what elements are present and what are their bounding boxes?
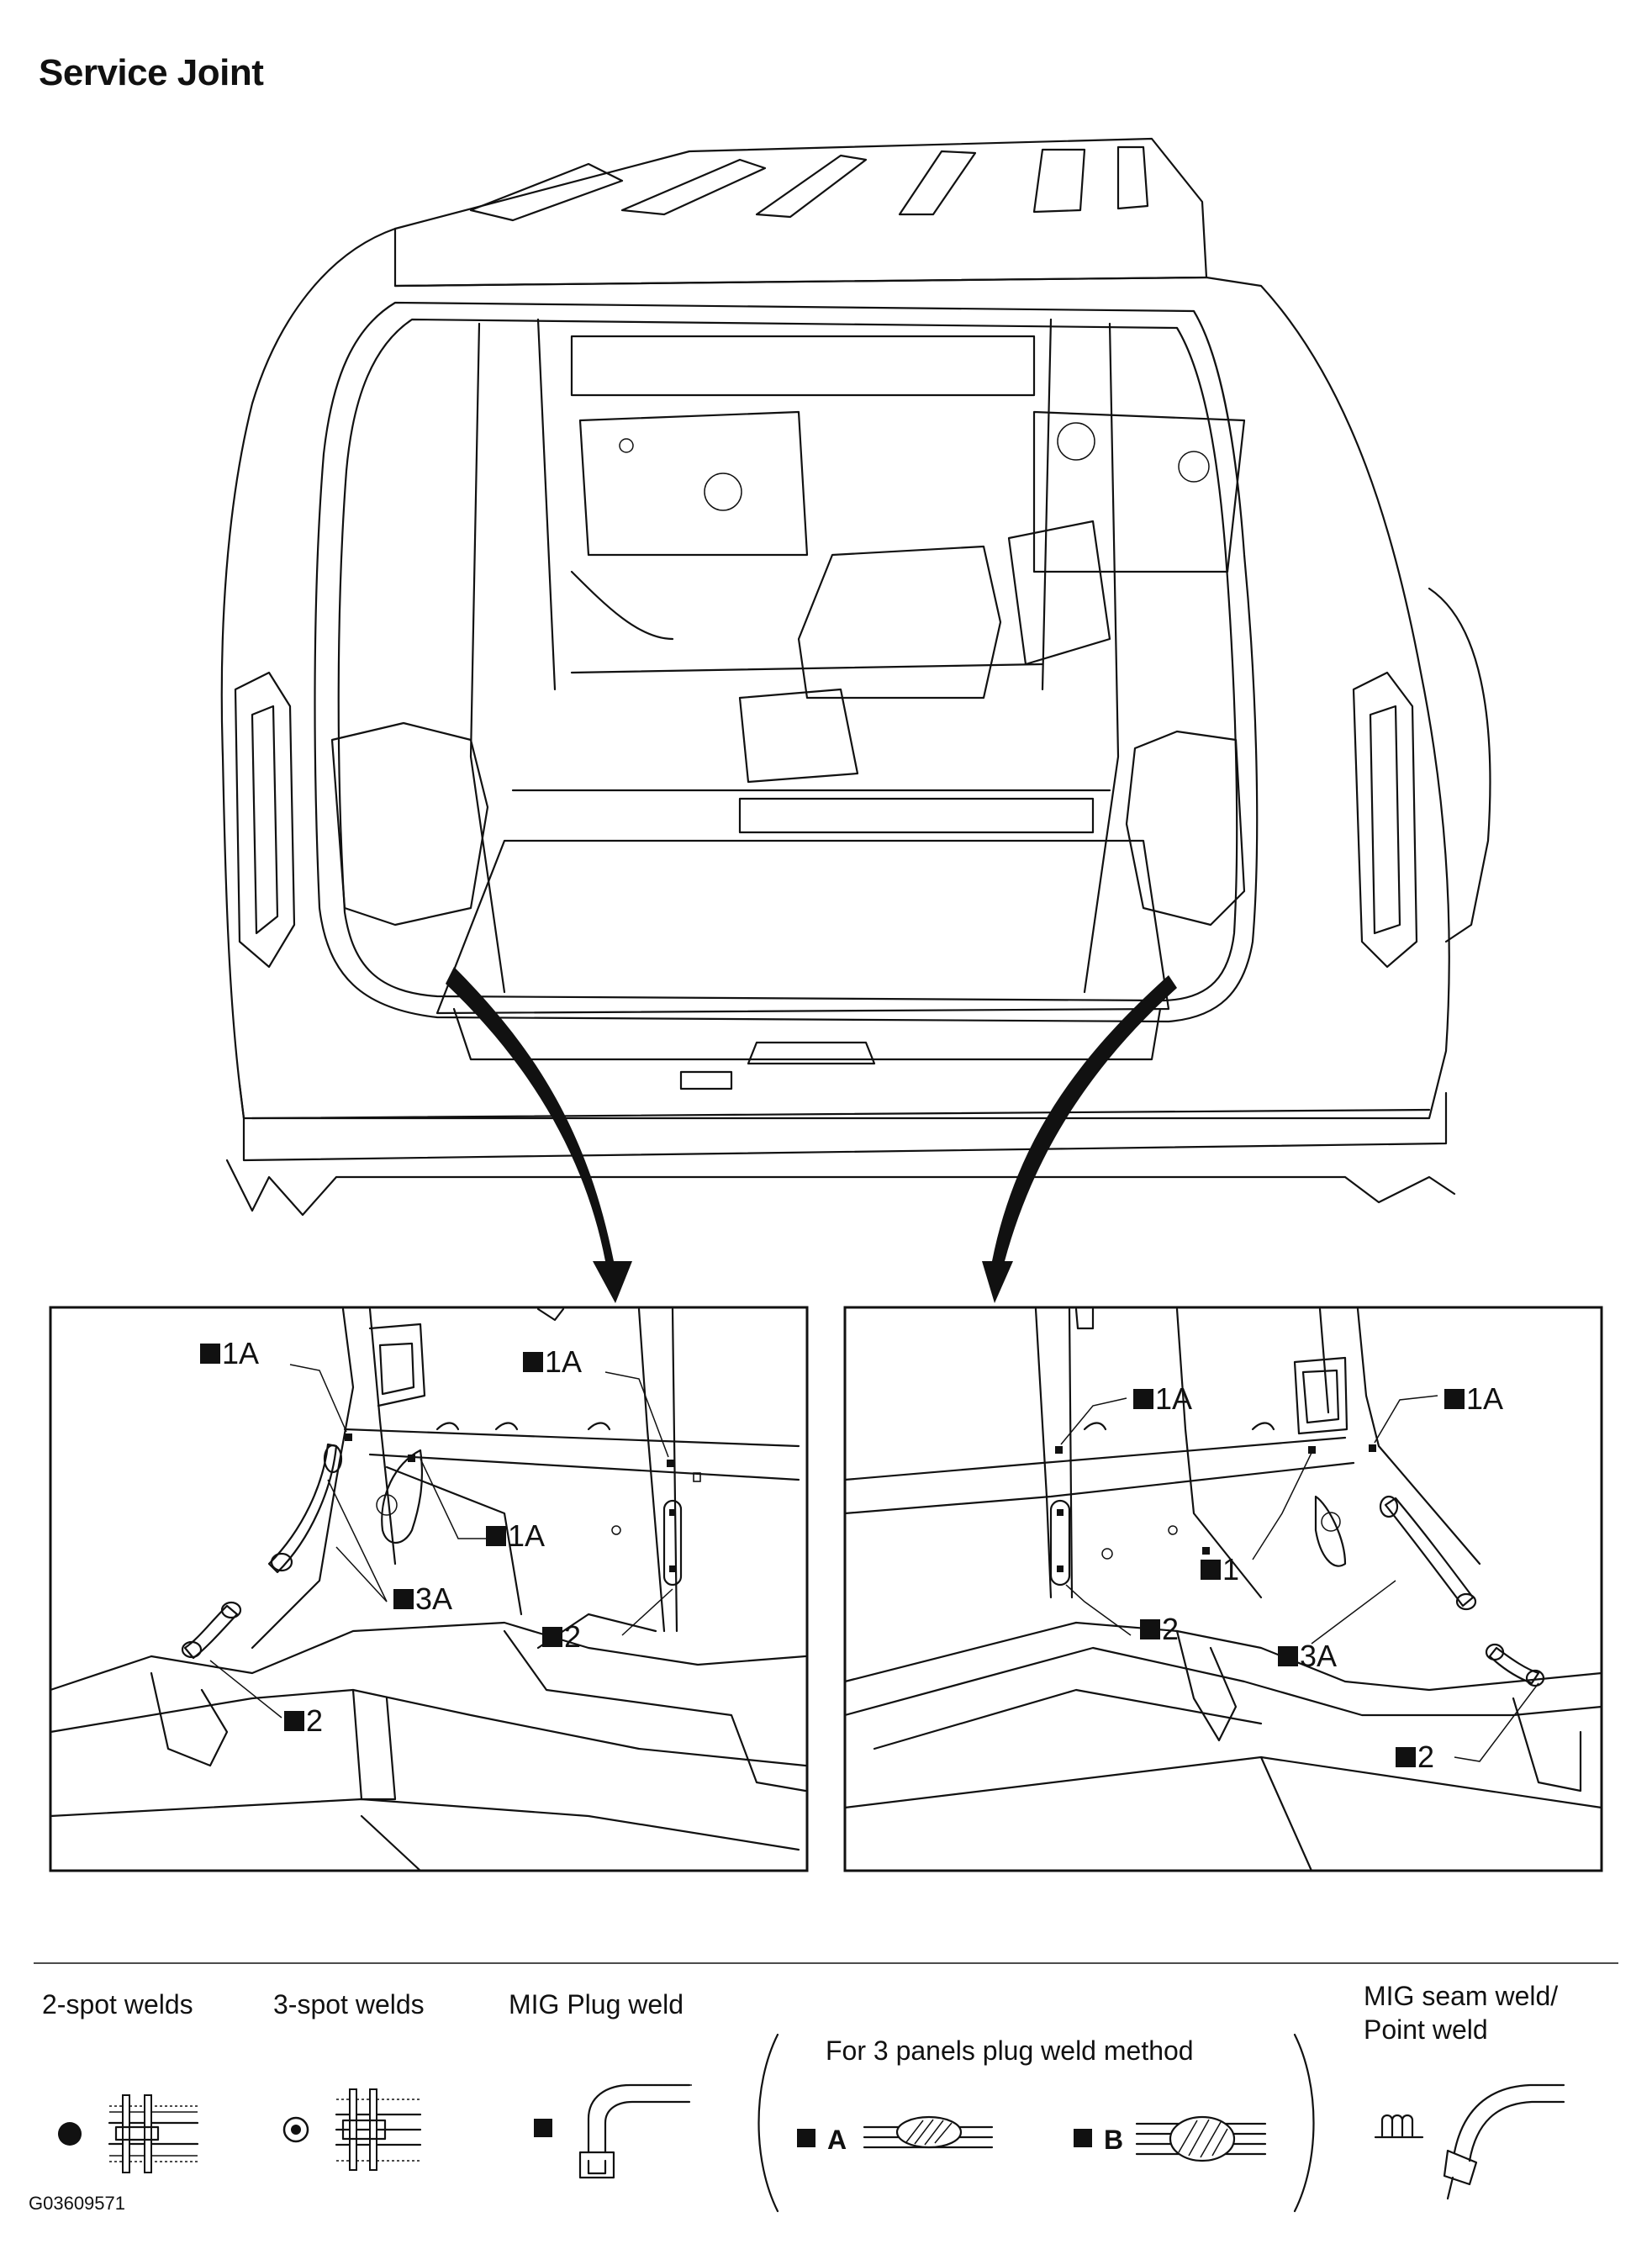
left-callout-weld-3a: 3A	[415, 1581, 452, 1616]
three-spot-weld-icon	[335, 2088, 422, 2171]
two-spot-symbol-icon	[58, 2122, 82, 2146]
legend-two-spot-label: 2-spot welds	[42, 1989, 193, 2019]
mig-seam-weld-icon	[1443, 2083, 1565, 2200]
right-callout-bottom: 2	[1417, 1740, 1434, 1774]
legend-mig-seam-label-line1: MIG seam weld/	[1364, 1981, 1558, 2011]
three-spot-symbol-icon	[282, 2116, 309, 2143]
legend-three-panel-label: For 3 panels plug weld method	[826, 2035, 1194, 2066]
mig-plug-symbol-icon	[534, 2119, 552, 2137]
mig-seam-symbol-icon	[1374, 2114, 1424, 2139]
weld-legend: 2-spot welds 3-spot welds	[34, 1962, 1618, 2213]
vehicle-rear-illustration	[220, 137, 1491, 1303]
right-callout-top-right: 1A	[1466, 1381, 1503, 1416]
page-title: Service Joint	[39, 52, 264, 93]
right-callout-weld-3a: 3A	[1300, 1639, 1337, 1673]
legend-mig-plug-label: MIG Plug weld	[509, 1989, 683, 2019]
figure-code: G03609571	[29, 2193, 125, 2214]
left-callout-top-left: 1A	[222, 1336, 259, 1370]
legend-bracket-right	[1293, 2033, 1315, 2213]
two-spot-weld-icon	[108, 2094, 199, 2173]
legend-mig-seam-label-line2: Point weld	[1364, 2014, 1488, 2045]
method-b-symbol-icon	[1074, 2129, 1092, 2147]
legend-bracket-left	[757, 2033, 779, 2213]
method-a-label: A	[827, 2125, 847, 2155]
right-detail-panel: 1A 1A 1 2 3A 2	[843, 1306, 1603, 1872]
right-callout-top-left: 1A	[1155, 1381, 1192, 1416]
method-a-weld-icon	[863, 2115, 994, 2149]
left-callout-plug-right: 2	[564, 1619, 581, 1654]
left-callout-top-right: 1A	[545, 1344, 582, 1379]
method-b-label: B	[1104, 2125, 1123, 2155]
left-detail-panel: 1A 1A 1A 3A 2 2	[49, 1306, 809, 1872]
mig-plug-weld-icon	[578, 2083, 694, 2179]
left-detail-drawing	[49, 1307, 807, 1872]
left-callout-bottom: 2	[306, 1703, 323, 1738]
right-callout-middle: 1	[1222, 1552, 1239, 1587]
right-detail-drawing	[843, 1307, 1603, 1872]
method-a-symbol-icon	[797, 2129, 815, 2147]
method-b-weld-icon	[1135, 2115, 1267, 2162]
left-callout-middle: 1A	[508, 1518, 545, 1553]
right-callout-plug-left: 2	[1162, 1612, 1179, 1646]
legend-three-spot-label: 3-spot welds	[273, 1989, 425, 2019]
